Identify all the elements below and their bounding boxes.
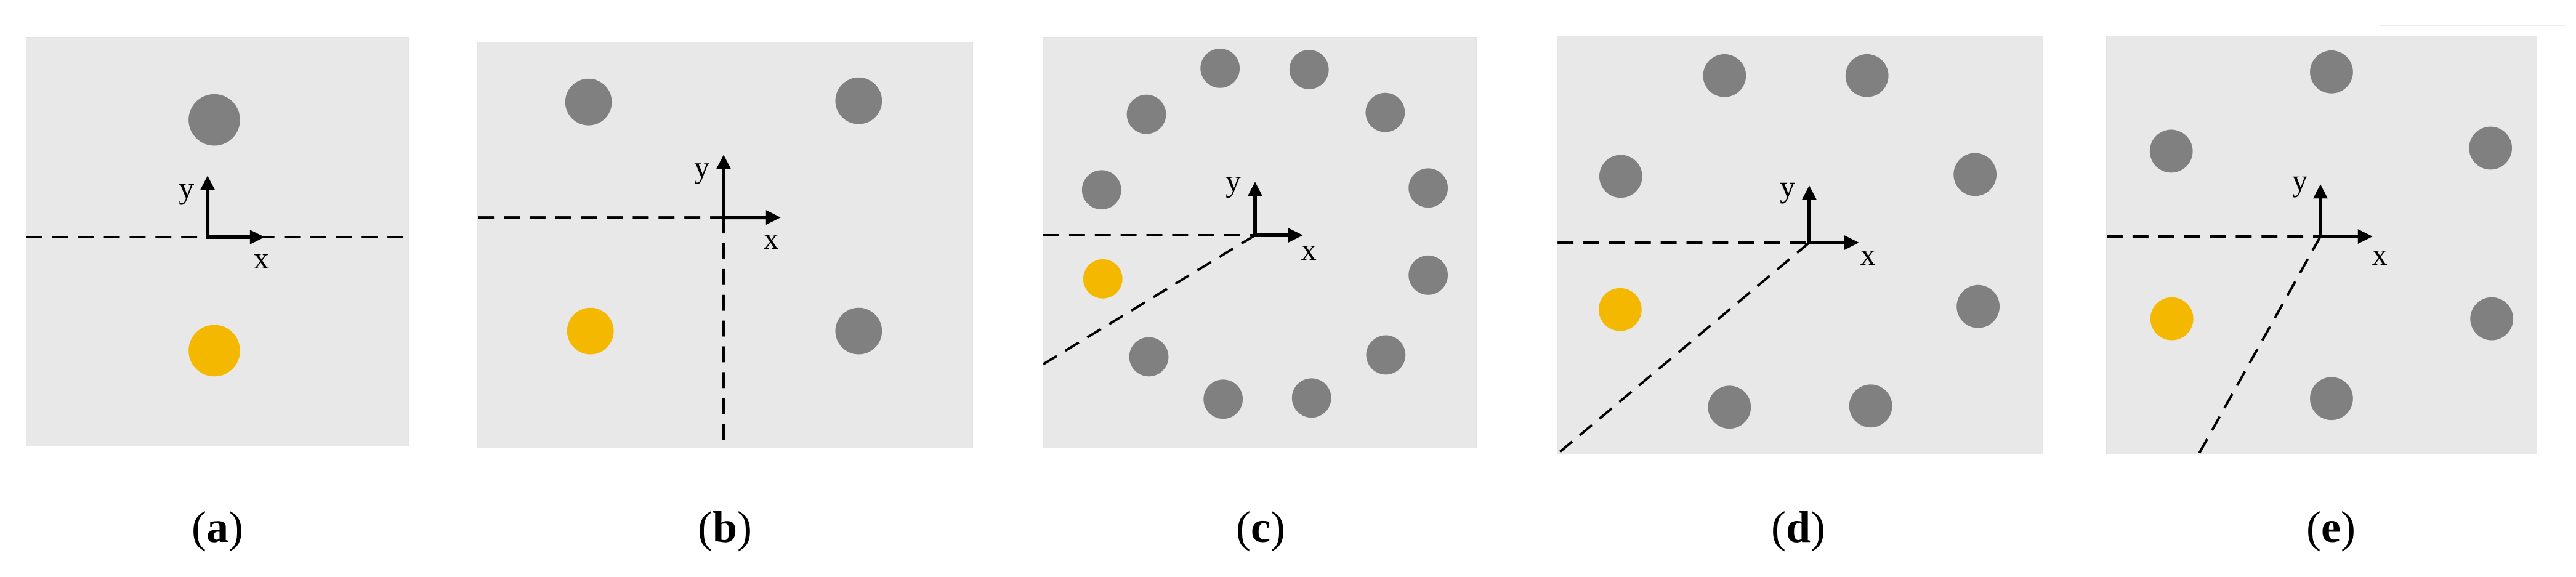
caption-b-open: (	[697, 502, 713, 552]
hole-gray	[2310, 377, 2353, 421]
hole-gray	[1599, 155, 1642, 198]
x-axis-arrowhead	[1288, 228, 1303, 243]
caption-c-close: )	[1270, 502, 1285, 552]
caption-b-letter: b	[712, 502, 738, 552]
y-axis-arrowhead	[1801, 185, 1817, 200]
hole-gray	[835, 77, 882, 124]
panel-c: y x	[1043, 37, 1477, 448]
panel-e-diagram: y x	[2107, 50, 2514, 454]
caption-c-letter: c	[1251, 502, 1270, 552]
caption-a: (a)	[156, 502, 279, 553]
caption-c: (c)	[1199, 502, 1322, 553]
panel-a-diagram: y x	[26, 94, 408, 377]
panel-b-diagram: y x	[478, 77, 882, 448]
hole-gray	[1289, 49, 1329, 89]
divider-line	[2380, 25, 2565, 26]
caption-d-close: )	[1811, 502, 1825, 552]
y-axis-label: y	[1780, 170, 1795, 204]
hole-gray	[1203, 379, 1243, 419]
x-axis-arrowhead	[1844, 235, 1859, 250]
hole-gray	[1129, 337, 1169, 377]
caption-e-letter: e	[2321, 502, 2341, 552]
hole-gray	[2149, 129, 2193, 173]
hole-highlighted	[1083, 259, 1123, 299]
caption-d-letter: d	[1785, 502, 1811, 552]
hole-gray	[1366, 335, 1406, 375]
hole-gray	[565, 78, 612, 126]
x-axis-arrowhead	[249, 230, 265, 244]
panel-a: y x	[26, 37, 409, 446]
hole-gray	[1845, 54, 1889, 97]
caption-d-open: (	[1770, 502, 1786, 552]
y-axis-label: y	[179, 171, 194, 205]
caption-b-close: )	[737, 502, 752, 552]
hole-gray	[1708, 385, 1751, 429]
caption-a-letter: a	[206, 502, 228, 552]
caption-b: (b)	[663, 502, 786, 553]
hole-gray	[1956, 284, 2000, 328]
hole-gray	[1953, 153, 1997, 196]
caption-a-close: )	[228, 502, 243, 552]
hole-highlighted	[1598, 288, 1642, 331]
hole-gray	[1408, 168, 1448, 208]
y-axis-arrowhead	[716, 155, 731, 169]
hole-gray	[188, 94, 240, 146]
hole-gray	[1408, 255, 1448, 295]
hole-gray	[835, 307, 882, 355]
hole-highlighted	[567, 307, 614, 355]
y-axis-arrowhead	[200, 176, 216, 190]
hole-highlighted	[2150, 297, 2194, 341]
panel-b: y x	[477, 42, 973, 448]
caption-e: (e)	[2269, 502, 2392, 553]
caption-d: (d)	[1737, 502, 1860, 553]
x-axis-label: x	[254, 241, 269, 275]
caption-e-close: )	[2340, 502, 2356, 552]
hole-gray	[1291, 378, 1331, 418]
panel-d: y x	[1556, 36, 2043, 455]
y-axis-label: y	[2292, 164, 2307, 198]
y-axis-label: y	[1225, 164, 1241, 198]
panel-c-diagram: y x	[1043, 48, 1448, 419]
hole-gray	[2310, 50, 2353, 94]
caption-a-open: (	[192, 502, 206, 552]
panel-e: y x	[2106, 36, 2537, 454]
hole-gray	[2470, 297, 2514, 341]
x-axis-arrowhead	[765, 210, 781, 225]
reference-line-diagonal	[1043, 234, 1256, 366]
x-axis-label: x	[764, 222, 779, 256]
x-axis-label: x	[1301, 233, 1317, 267]
y-axis-arrowhead	[2313, 184, 2328, 199]
caption-c-open: (	[1236, 502, 1251, 552]
x-axis-label: x	[1860, 238, 1876, 272]
hole-gray	[1365, 92, 1405, 132]
y-axis-label: y	[694, 150, 709, 184]
x-axis-arrowhead	[2357, 229, 2373, 244]
reference-line-diagonal	[2197, 236, 2322, 454]
hole-gray	[2469, 126, 2513, 170]
hole-gray	[1849, 384, 1892, 428]
y-axis-arrowhead	[1248, 182, 1262, 196]
hole-highlighted	[188, 325, 240, 377]
hole-gray	[1081, 170, 1121, 210]
panel-d-diagram: y x	[1556, 54, 2000, 455]
hole-gray	[1703, 54, 1746, 97]
reference-line-diagonal	[1556, 241, 1811, 455]
x-axis-label: x	[2372, 238, 2388, 272]
hole-gray	[1126, 94, 1166, 134]
hole-gray	[1200, 48, 1240, 88]
caption-e-open: (	[2306, 502, 2322, 552]
